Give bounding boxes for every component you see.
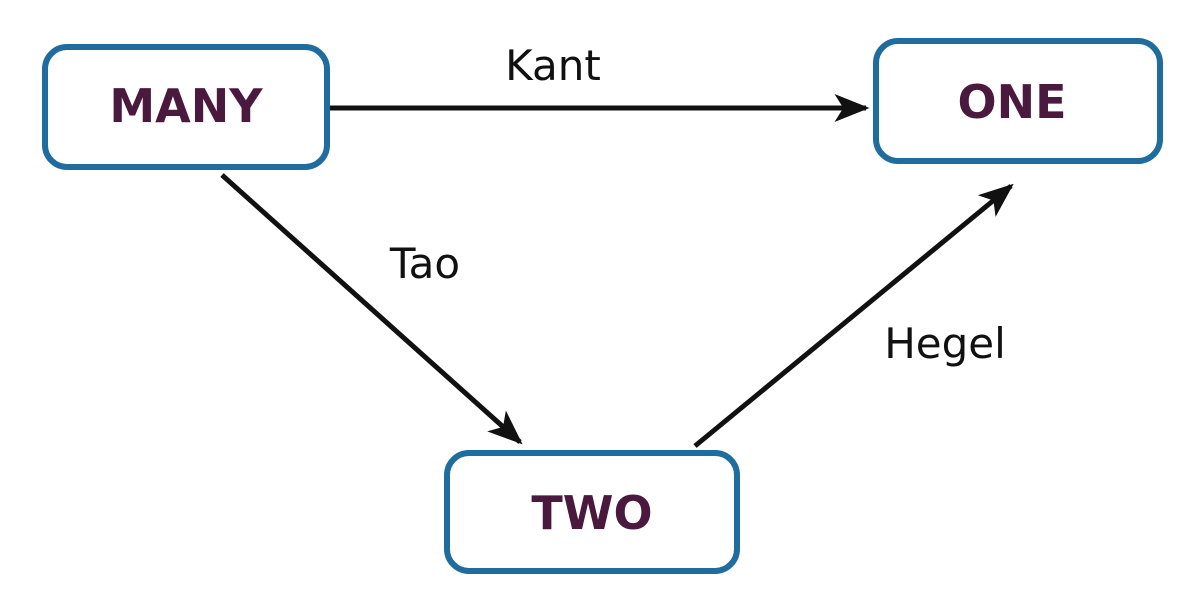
node-two-label: TWO	[531, 486, 652, 540]
node-many-label: MANY	[109, 79, 263, 133]
node-two: TWO	[444, 450, 740, 574]
arrow-tao	[220, 173, 523, 445]
node-two-box	[444, 450, 740, 574]
edge-many-to-two: Tao	[220, 173, 523, 445]
node-one-box	[873, 38, 1163, 164]
edge-label-tao: Tao	[389, 239, 460, 288]
edge-label-hegel: Hegel	[884, 319, 1006, 368]
edge-label-kant: Kant	[505, 41, 601, 90]
node-one-label: ONE	[957, 75, 1066, 129]
arrow-hegel	[693, 183, 1014, 448]
edge-two-to-one: Hegel	[693, 183, 1014, 448]
edge-many-to-one: Kant	[330, 41, 870, 122]
node-one: ONE	[873, 38, 1163, 164]
node-many-box	[42, 44, 330, 170]
node-many: MANY	[42, 44, 330, 170]
